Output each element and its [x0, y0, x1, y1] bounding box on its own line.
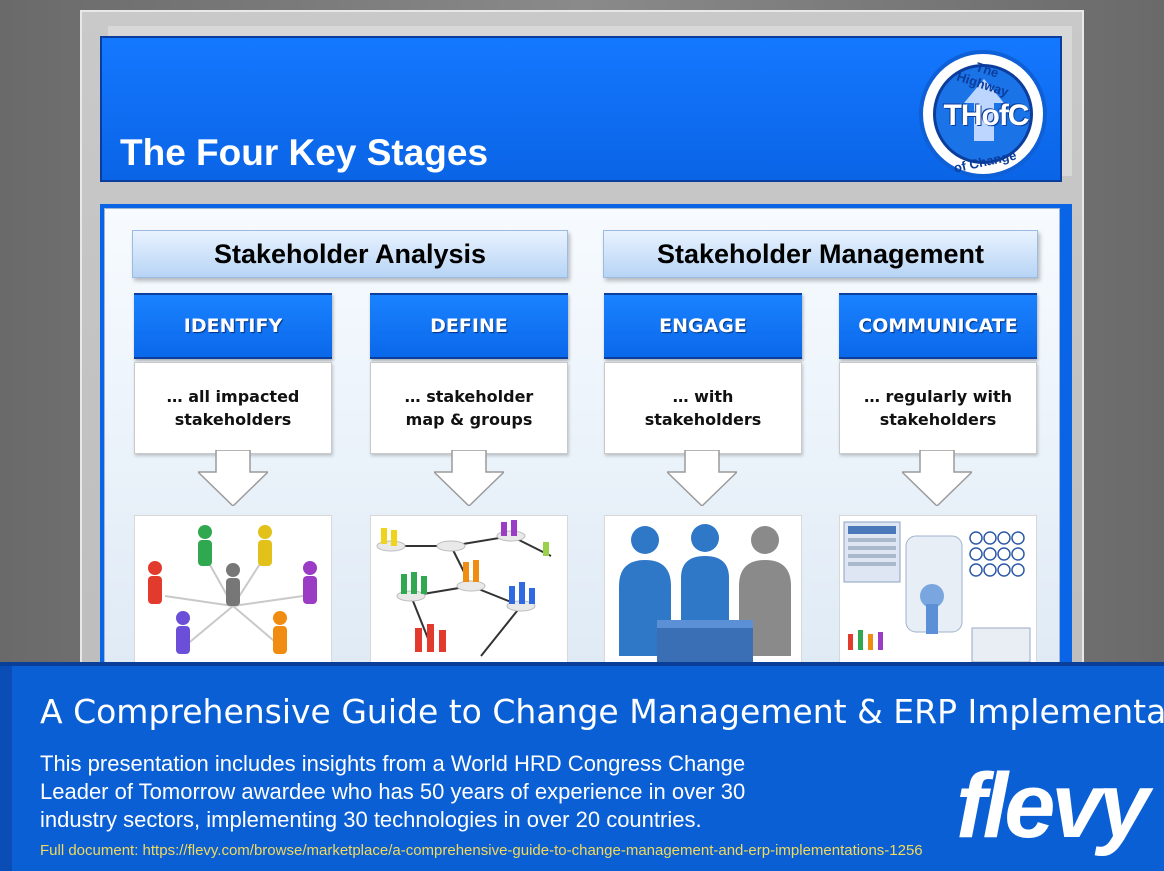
stage-identify-desc: … all impacted stakeholders — [134, 362, 332, 454]
stakeholder-map-icon — [370, 515, 568, 665]
footer-accent-bar — [0, 666, 12, 871]
slide-header: The Four Key Stages — [100, 36, 1062, 182]
section-stakeholder-analysis: Stakeholder Analysis — [132, 230, 568, 278]
footer-title: A Comprehensive Guide to Change Manageme… — [40, 692, 1164, 731]
stage-define-desc: … stakeholder map & groups — [370, 362, 568, 454]
down-arrow-icon — [198, 450, 268, 506]
logo-inner-circle: THofC — [933, 64, 1033, 164]
full-document-link[interactable]: Full document: https://flevy.com/browse/… — [40, 842, 923, 859]
section-stakeholder-management: Stakeholder Management — [603, 230, 1038, 278]
logo-arrow-stem — [974, 101, 994, 141]
communication-channels-icon — [839, 515, 1037, 665]
stage-define-header: DEFINE — [370, 293, 568, 359]
slide-title: The Four Key Stages — [120, 132, 489, 173]
stage-identify-header: IDENTIFY — [134, 293, 332, 359]
meeting-icon — [604, 515, 802, 665]
stage-communicate-desc: … regularly with stakeholders — [839, 362, 1037, 454]
footer-description: This presentation includes insights from… — [40, 751, 746, 832]
stage-engage-header: ENGAGE — [604, 293, 802, 359]
footer-banner: A Comprehensive Guide to Change Manageme… — [0, 662, 1164, 871]
down-arrow-icon — [434, 450, 504, 506]
down-arrow-icon — [902, 450, 972, 506]
flevy-logo: flevy — [956, 755, 1150, 857]
logo-arrow-icon — [964, 79, 1004, 103]
thofc-logo: THofC The Highway of Change — [919, 50, 1047, 178]
logo-text: THofC — [943, 99, 1030, 132]
down-arrow-icon — [667, 450, 737, 506]
stage-communicate-header: COMMUNICATE — [839, 293, 1037, 359]
people-network-icon — [134, 515, 332, 665]
stage-engage-desc: … with stakeholders — [604, 362, 802, 454]
